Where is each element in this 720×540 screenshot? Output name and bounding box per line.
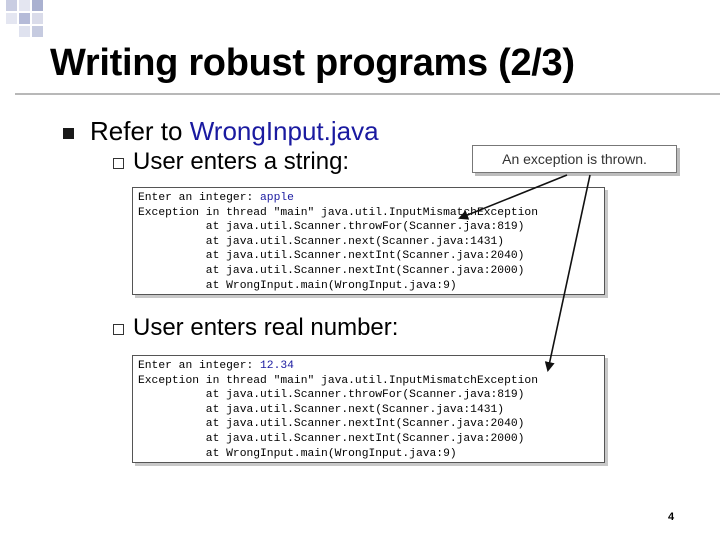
decorative-squares [0,0,130,50]
console-output-real: Enter an integer: 12.34 Exception in thr… [132,355,605,463]
console-prompt: Enter an integer: [138,192,261,204]
console-line: at java.util.Scanner.nextInt(Scanner.jav… [138,264,525,277]
console-user-input: 12.34 [260,360,294,372]
console-line: Exception in thread "main" java.util.Inp… [138,374,538,387]
title-underline [15,93,720,95]
console-line: at java.util.Scanner.nextInt(Scanner.jav… [138,432,525,445]
console-line: at java.util.Scanner.nextInt(Scanner.jav… [138,250,525,263]
bullet-square [63,128,74,139]
subbullet-string: User enters a string: [133,148,350,175]
console-output-string: Enter an integer: apple Exception in thr… [132,187,605,295]
console-line: at java.util.Scanner.throwFor(Scanner.ja… [138,389,525,402]
callout-box: An exception is thrown. [472,145,677,173]
console-line: at WrongInput.main(WrongInput.java:9) [138,279,457,292]
subbullet-checkbox-icon [113,158,124,169]
file-name: WrongInput.java [189,116,379,146]
decor-square [6,13,17,24]
arrow-to-first-exception [458,174,568,220]
bullet-prefix: Refer to [90,116,190,146]
bullet-refer-line: Refer to WrongInput.java [90,116,379,147]
decor-square [32,0,43,11]
decor-square [19,0,30,11]
console-line: at WrongInput.main(WrongInput.java:9) [138,447,457,460]
console-user-input: apple [260,192,294,204]
decor-square [19,26,30,37]
console-line: at java.util.Scanner.throwFor(Scanner.ja… [138,221,525,234]
console-prompt: Enter an integer: [138,360,261,372]
console-prompt-line: Enter an integer: apple [138,191,604,206]
console-prompt-line: Enter an integer: 12.34 [138,359,604,374]
page-number: 4 [668,511,675,523]
decor-square [19,13,30,24]
console-line: at java.util.Scanner.nextInt(Scanner.jav… [138,418,525,431]
subbullet-real-number: User enters real number: [133,314,399,341]
slide-title: Writing robust programs (2/3) [50,42,575,84]
console-line: at java.util.Scanner.next(Scanner.java:1… [138,235,505,248]
console-line: at java.util.Scanner.next(Scanner.java:1… [138,403,505,416]
console-line: Exception in thread "main" java.util.Inp… [138,206,538,219]
subbullet-checkbox-icon [113,324,124,335]
arrow-to-second-exception [544,174,591,372]
decor-square [32,13,43,24]
decor-square [6,0,17,11]
decor-square [32,26,43,37]
